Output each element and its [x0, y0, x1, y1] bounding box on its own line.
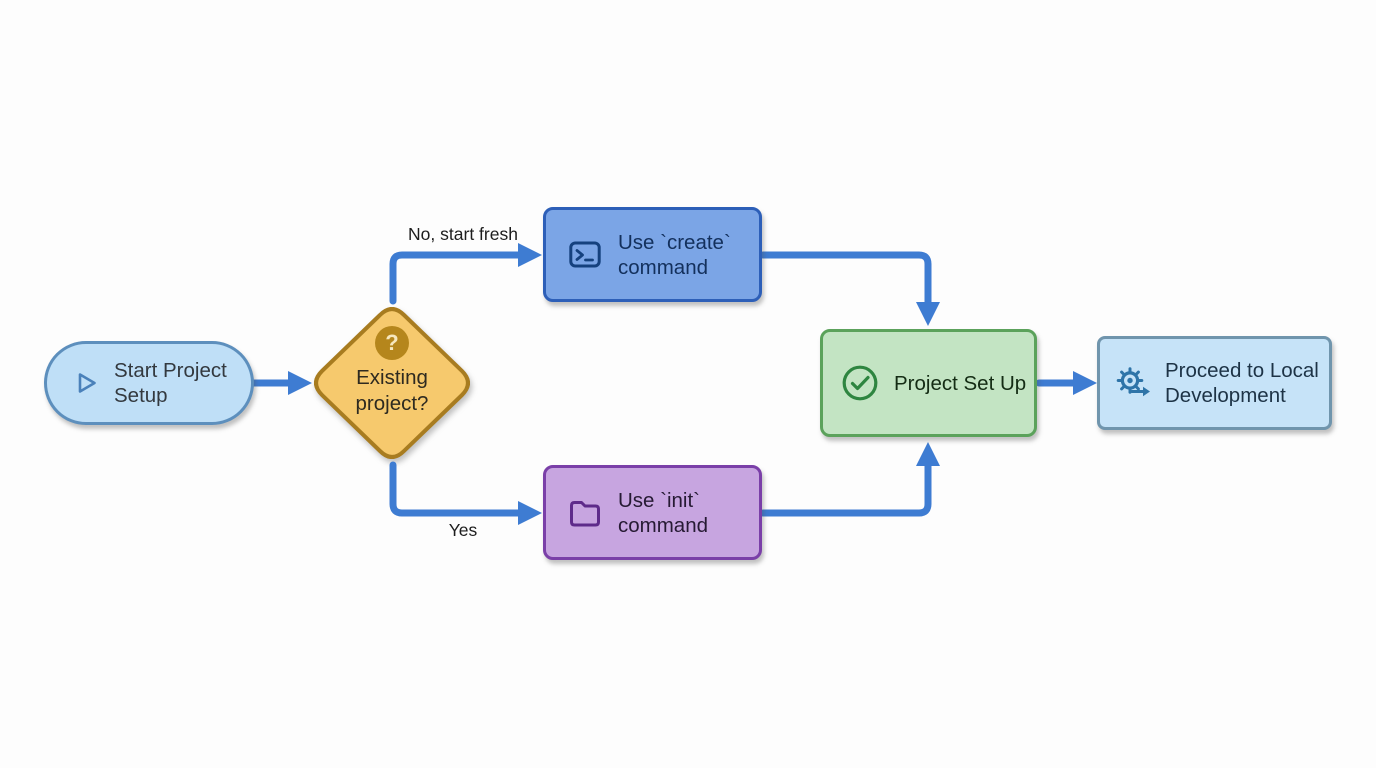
label-line: Start Project [114, 359, 227, 382]
arrowhead-start-to-decision [288, 371, 312, 395]
terminal-icon [568, 238, 602, 272]
play-icon [73, 370, 99, 396]
folder-icon [568, 496, 602, 530]
node-proceed-to-local-development: Proceed to Local Development [1097, 336, 1332, 430]
arrowhead-decision-to-create [518, 243, 542, 267]
edge-create-to-done [759, 251, 932, 306]
edge-init-to-done [759, 462, 932, 517]
edge-decision-to-init [389, 461, 522, 517]
node-label: Use `create` command [618, 230, 731, 280]
node-existing-project-decision: ? Existing project? [310, 303, 474, 463]
question-icon: ? [375, 326, 409, 360]
gear-arrow-icon [1114, 366, 1152, 400]
node-label: Proceed to Local Development [1165, 358, 1319, 408]
node-project-set-up: Project Set Up [820, 329, 1037, 437]
check-circle-icon [840, 363, 880, 403]
arrowhead-decision-to-init [518, 501, 542, 525]
label-line: command [618, 255, 709, 279]
label-line: Use `create` [618, 230, 731, 254]
node-label: Existing project? [356, 365, 429, 417]
node-label: Start Project Setup [114, 358, 227, 408]
label-line: Existing [356, 366, 428, 389]
edge-label-yes: Yes [448, 520, 478, 540]
label-line: Project Set Up [894, 371, 1027, 395]
label-line: Setup [114, 384, 168, 407]
node-start-project-setup: Start Project Setup [44, 341, 254, 425]
node-label: Use `init` command [618, 488, 708, 538]
arrowhead-init-to-done [916, 442, 940, 466]
node-use-create-command: Use `create` command [543, 207, 762, 302]
arrowhead-done-to-proceed [1073, 371, 1097, 395]
edge-label-no: No, start fresh [408, 224, 518, 244]
edge-decision-to-create [389, 251, 522, 305]
decision-diamond-shape [314, 307, 470, 459]
node-label: Project Set Up [894, 371, 1026, 396]
label-line: Development [1165, 384, 1286, 407]
label-line: Use `init` [618, 488, 701, 512]
label-line: project? [355, 392, 429, 416]
arrowhead-create-to-done [916, 302, 940, 326]
node-use-init-command: Use `init` command [543, 465, 762, 560]
label-line: Proceed to Local [1165, 359, 1319, 382]
label-line: command [618, 513, 709, 537]
